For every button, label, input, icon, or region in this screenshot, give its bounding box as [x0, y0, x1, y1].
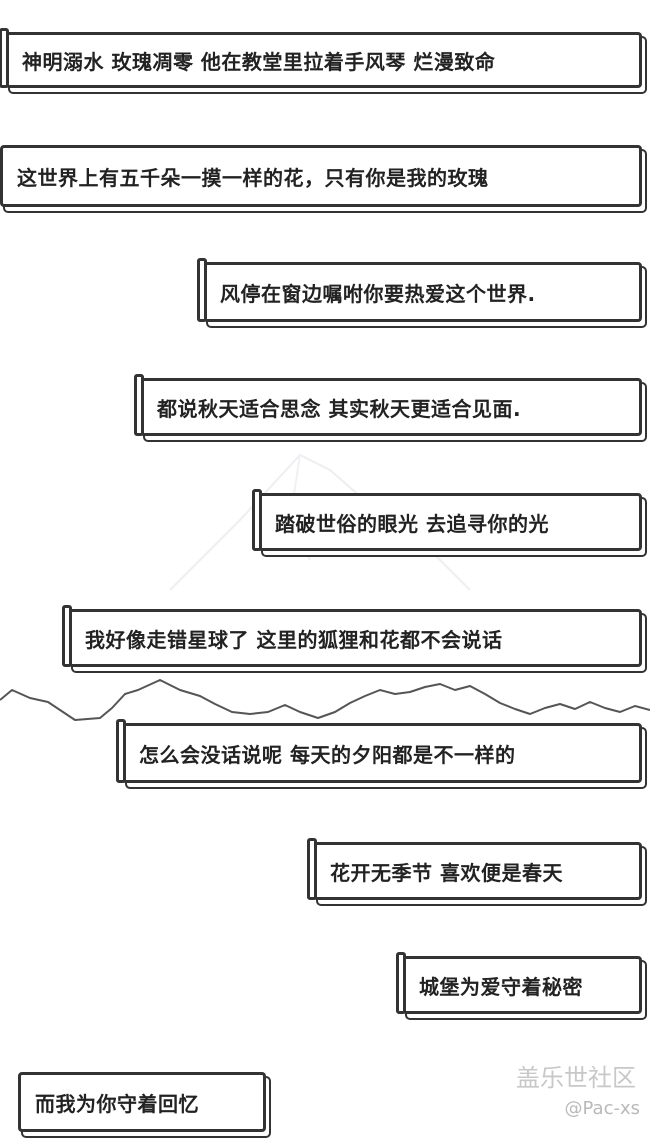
scroll-tab [134, 374, 144, 436]
quote-box-4: 都说秋天适合思念 其实秋天更适合见面. [134, 374, 642, 436]
quote-text: 怎么会没话说呢 每天的夕阳都是不一样的 [139, 742, 516, 767]
scroll-tab [252, 489, 262, 551]
quote-box-6: 我好像走错星球了 这里的狐狸和花都不会说话 [62, 605, 642, 667]
quote-text: 城堡为爱守着秘密 [419, 974, 583, 999]
quote-text: 而我为你守着回忆 [35, 1091, 199, 1116]
quote-box-3: 风停在窗边嘱咐你要热爱这个世界. [197, 258, 642, 322]
quote-text: 这世界上有五千朵一摸一样的花，只有你是我的玫瑰 [17, 165, 489, 190]
quote-text: 都说秋天适合思念 其实秋天更适合见面. [157, 396, 522, 421]
scroll-tab [396, 952, 406, 1014]
quote-box-2: 这世界上有五千朵一摸一样的花，只有你是我的玫瑰 [0, 145, 642, 207]
scroll-tab [62, 605, 72, 667]
quote-text: 风停在窗边嘱咐你要热爱这个世界. [220, 281, 536, 306]
scroll-tab [116, 719, 126, 783]
quote-box-1: 神明溺水 玫瑰凋零 他在教堂里拉着手风琴 烂漫致命 [0, 28, 642, 88]
scroll-tab [197, 258, 207, 322]
watermark-user: @Pac-xs [564, 1098, 641, 1119]
quote-box-7: 怎么会没话说呢 每天的夕阳都是不一样的 [116, 719, 642, 783]
quote-box-8: 花开无季节 喜欢便是春天 [307, 838, 642, 900]
quote-box-10: 而我为你守着回忆 [18, 1072, 266, 1132]
quote-text: 神明溺水 玫瑰凋零 他在教堂里拉着手风琴 烂漫致命 [22, 49, 496, 74]
quote-text: 花开无季节 喜欢便是春天 [330, 860, 563, 885]
quote-text: 我好像走错星球了 这里的狐狸和花都不会说话 [85, 627, 503, 652]
scroll-tab [0, 28, 9, 88]
scroll-tab [307, 838, 317, 900]
quote-box-5: 踏破世俗的眼光 去追寻你的光 [252, 489, 642, 551]
mountain-ridge-line [0, 679, 650, 721]
watermark-logo: 盖乐世社区 [516, 1064, 636, 1092]
quote-box-9: 城堡为爱守着秘密 [396, 952, 642, 1014]
quote-text: 踏破世俗的眼光 去追寻你的光 [275, 511, 549, 536]
